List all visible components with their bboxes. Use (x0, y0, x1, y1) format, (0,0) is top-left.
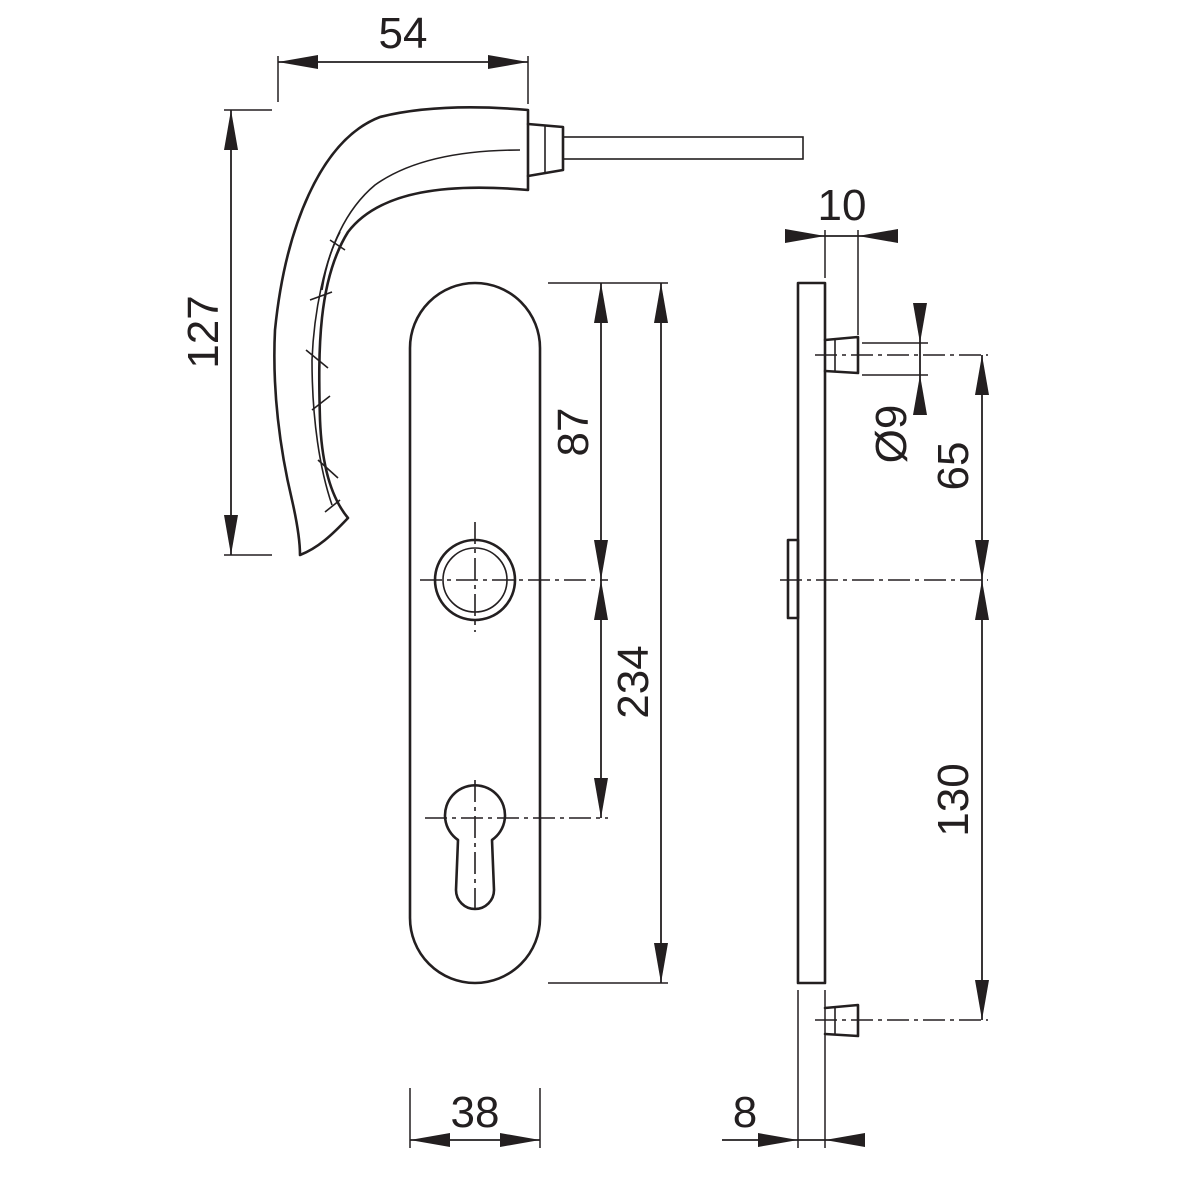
dim-plate-thickness: 8 (722, 990, 865, 1148)
dim-label: Ø9 (867, 405, 916, 464)
dim-handle-height: 127 (179, 109, 272, 556)
spindle-rod (562, 136, 804, 160)
dim-plate-width: 38 (409, 1088, 541, 1148)
dim-pin-diameter: Ø9 (867, 303, 927, 463)
dim-label: 8 (733, 1088, 757, 1137)
dim-side-projection: 10 (785, 181, 898, 335)
side-plate-outline (796, 281, 827, 985)
dim-spindle-to-cylinder (594, 580, 608, 818)
dim-pin-to-spindle: 65 (929, 355, 989, 580)
dim-label: 127 (179, 295, 228, 368)
spindle-boss (786, 538, 800, 620)
dim-plate-length: 234 (548, 283, 668, 984)
dim-label: 87 (549, 408, 598, 457)
dim-label: 234 (609, 645, 658, 718)
dim-label: 54 (379, 9, 428, 58)
spindle-hole (420, 522, 608, 632)
plate-outline (408, 281, 542, 985)
dim-top-to-spindle: 87 (548, 282, 668, 580)
dim-spindle-to-lower-pin: 130 (929, 580, 989, 1020)
lever-handle (273, 106, 804, 557)
front-plate (408, 281, 608, 985)
cylinder-cutout (425, 780, 608, 912)
dim-label: 10 (818, 181, 867, 230)
dim-label: 65 (929, 442, 978, 491)
dim-label: 38 (451, 1088, 500, 1137)
side-plate (780, 281, 988, 1038)
lever-body (273, 106, 530, 557)
dim-label: 130 (929, 763, 978, 836)
dim-handle-width: 54 (277, 9, 529, 104)
